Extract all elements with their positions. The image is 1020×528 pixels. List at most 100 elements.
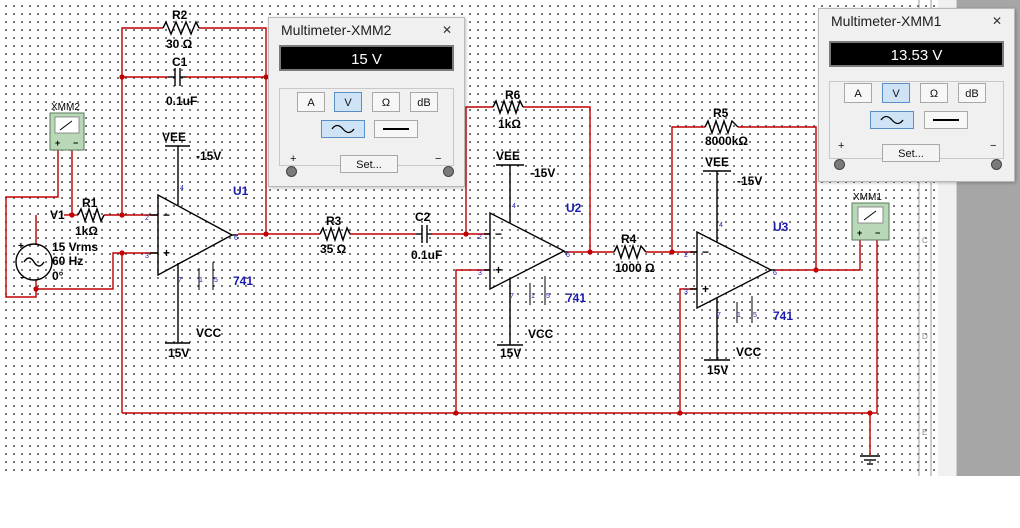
- voltage-source-v1[interactable]: + − V1 15 Vrms 60 Hz 0°: [15, 208, 98, 284]
- xmm1-dc-mode-button[interactable]: [924, 111, 968, 129]
- opamp-u1[interactable]: − + 2 3 4 6 7 1 5 VEE -15V VCC 15V U1 74…: [145, 130, 253, 360]
- xmm2-set-button[interactable]: Set...: [340, 155, 398, 173]
- multimeter-probe-xmm2[interactable]: + − XMM2: [49, 102, 85, 151]
- ground-symbol[interactable]: [860, 455, 880, 465]
- c1-value: 0.1uF: [166, 94, 197, 108]
- xmm2-positive-terminal[interactable]: [286, 166, 297, 177]
- resistor-r4[interactable]: R4 1000 Ω: [613, 232, 655, 275]
- r3-name: R3: [326, 214, 342, 228]
- u3-vee-label: VEE: [705, 155, 729, 169]
- resistor-r2[interactable]: R2 30 Ω: [162, 8, 200, 51]
- resistor-r1[interactable]: R1 1kΩ: [75, 196, 105, 238]
- svg-text:+: +: [495, 263, 502, 277]
- v1-plus: +: [18, 241, 24, 252]
- xmm1-plus-label: +: [838, 140, 845, 152]
- u2-vcc-label: VCC: [528, 327, 554, 341]
- xmm1-ac-mode-button[interactable]: [870, 111, 914, 129]
- xmm1-voltmeter-button[interactable]: V: [882, 83, 910, 103]
- xmm1-ohmmeter-button[interactable]: Ω: [920, 83, 948, 103]
- u2-model: 741: [566, 291, 586, 305]
- xmm1-reading-display: 13.53 V: [829, 41, 1004, 67]
- u1-model: 741: [233, 274, 253, 288]
- xmm2-minus-label: −: [435, 153, 442, 165]
- svg-text:−: −: [73, 138, 78, 148]
- xmm1-set-button[interactable]: Set...: [882, 144, 940, 162]
- junction-dots: [33, 74, 873, 416]
- r2-name: R2: [172, 8, 188, 22]
- v1-minus: −: [20, 273, 26, 284]
- xmm2-close-icon[interactable]: ✕: [441, 23, 453, 37]
- r6-value: 1kΩ: [498, 117, 521, 131]
- u1-name: U1: [233, 184, 249, 198]
- xmm2-dc-mode-button[interactable]: [374, 120, 418, 138]
- xmm1-controls-panel: A V Ω dB + − Set...: [829, 81, 1004, 162]
- svg-text:3: 3: [145, 253, 149, 260]
- xmm2-negative-terminal[interactable]: [443, 166, 454, 177]
- svg-text:4: 4: [719, 222, 723, 229]
- u3-name: U3: [773, 220, 789, 234]
- v1-frequency: 60 Hz: [52, 254, 83, 268]
- v1-phase: 0°: [52, 269, 64, 283]
- svg-text:−: −: [702, 245, 709, 259]
- svg-text:2: 2: [145, 215, 149, 222]
- xmm2-reading-display: 15 V: [279, 45, 454, 71]
- opamp-u2[interactable]: − + 2 3 4 6 7 1 5 VEE -15V VCC 15V U2 74…: [478, 149, 586, 360]
- xmm1-decibel-button[interactable]: dB: [958, 83, 986, 103]
- xmm2-ammeter-button[interactable]: A: [297, 92, 325, 112]
- resistor-r3[interactable]: R3 35 Ω: [319, 214, 351, 256]
- u2-vee-label: VEE: [496, 149, 520, 163]
- u1-vee-value: -15V: [196, 149, 221, 163]
- r6-name: R6: [505, 88, 521, 102]
- dc-line-icon: [383, 128, 409, 130]
- dc-line-icon: [933, 119, 959, 121]
- u3-vcc-label: VCC: [736, 345, 762, 359]
- multimeter-xmm1-window[interactable]: Multimeter-XMM1 ✕ 13.53 V A V Ω dB + − S…: [818, 8, 1015, 182]
- svg-text:5: 5: [753, 312, 757, 319]
- svg-text:5: 5: [546, 293, 550, 300]
- ac-wave-icon: [880, 115, 904, 125]
- xmm1-negative-terminal[interactable]: [991, 159, 1002, 170]
- border-letter-d: D: [922, 332, 928, 341]
- xmm2-plus-label: +: [290, 153, 297, 165]
- svg-text:1: 1: [737, 312, 741, 319]
- r4-value: 1000 Ω: [615, 261, 655, 275]
- svg-text:4: 4: [512, 203, 516, 210]
- svg-text:7: 7: [717, 312, 721, 319]
- c2-value: 0.1uF: [411, 248, 442, 262]
- u1-vcc-value: 15V: [168, 346, 189, 360]
- c2-name: C2: [415, 210, 431, 224]
- ac-wave-icon: [331, 124, 355, 134]
- xmm2-probe-label: XMM2: [51, 102, 80, 113]
- r3-value: 35 Ω: [320, 242, 347, 256]
- xmm1-ammeter-button[interactable]: A: [844, 83, 872, 103]
- xmm2-voltmeter-button[interactable]: V: [334, 92, 362, 112]
- xmm1-title: Multimeter-XMM1: [831, 13, 942, 29]
- r1-value: 1kΩ: [75, 224, 98, 238]
- resistor-r5[interactable]: R5 8000kΩ: [704, 106, 748, 148]
- svg-text:1: 1: [531, 293, 535, 300]
- r2-value: 30 Ω: [166, 37, 193, 51]
- u1-vcc-label: VCC: [196, 326, 222, 340]
- border-letter-e: E: [922, 428, 927, 437]
- capacitor-c2[interactable]: C2 0.1uF: [411, 210, 442, 262]
- svg-text:5: 5: [214, 277, 218, 284]
- resistor-r6[interactable]: R6 1kΩ: [492, 88, 524, 131]
- xmm2-ac-mode-button[interactable]: [321, 120, 365, 138]
- svg-text:3: 3: [684, 289, 688, 296]
- multimeter-xmm2-window[interactable]: Multimeter-XMM2 ✕ 15 V A V Ω dB + − Set.…: [268, 17, 465, 187]
- xmm2-decibel-button[interactable]: dB: [410, 92, 438, 112]
- xmm1-close-icon[interactable]: ✕: [991, 14, 1003, 28]
- svg-text:7: 7: [178, 277, 182, 284]
- schematic-canvas[interactable]: R2 30 Ω C1 0.1uF R1 1kΩ + − V1 15 Vrms 6…: [0, 0, 938, 476]
- u3-vee-value: -15V: [737, 174, 762, 188]
- u3-vcc-value: 15V: [707, 363, 728, 377]
- u2-vee-value: -15V: [530, 166, 555, 180]
- r5-value: 8000kΩ: [705, 134, 748, 148]
- capacitor-c1[interactable]: C1 0.1uF: [166, 55, 197, 108]
- xmm2-ohmmeter-button[interactable]: Ω: [372, 92, 400, 112]
- svg-text:2: 2: [684, 252, 688, 259]
- xmm1-minus-label: −: [990, 140, 997, 152]
- opamp-u3[interactable]: − + 2 3 4 6 7 1 5 VEE -15V VCC 15V U3 74…: [684, 155, 793, 377]
- xmm1-positive-terminal[interactable]: [834, 159, 845, 170]
- multimeter-probe-xmm1[interactable]: + − XMM1: [851, 192, 890, 241]
